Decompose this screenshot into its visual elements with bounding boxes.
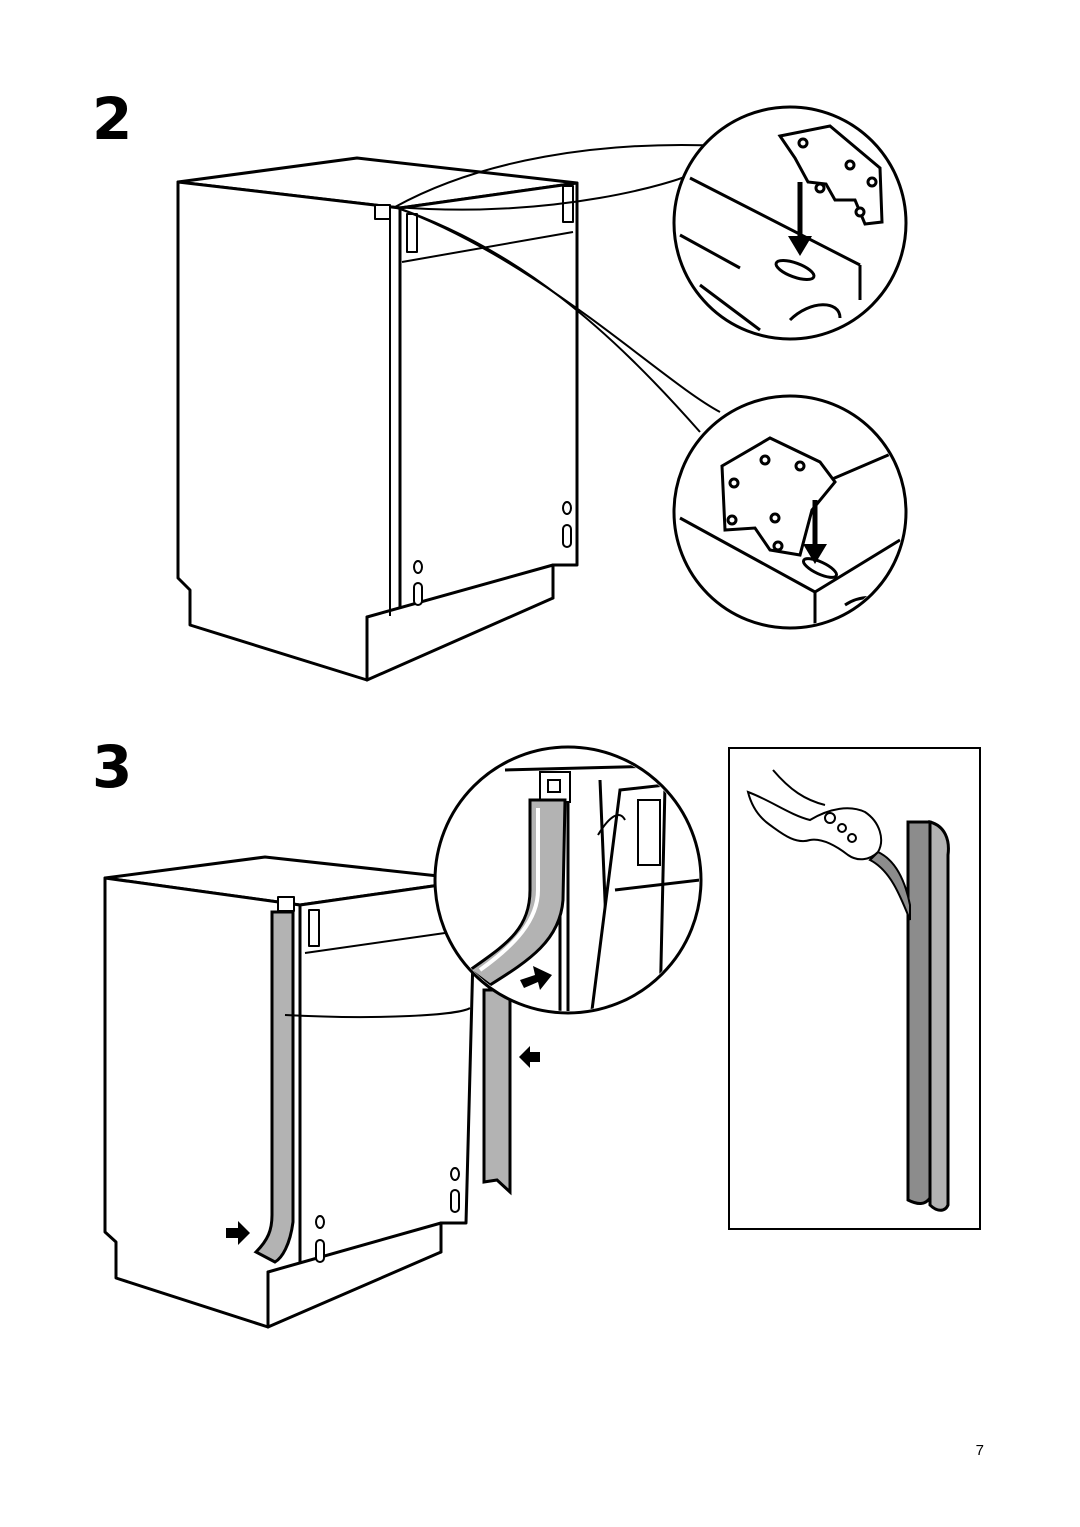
loose-strip — [482, 988, 512, 1196]
step-3-dishwasher — [103, 855, 477, 1329]
step-2-number: 2 — [92, 85, 133, 153]
left-arrow-icon — [519, 1046, 540, 1068]
step-2-zoom-circle-bottom — [672, 394, 908, 630]
hand-icon — [746, 769, 883, 861]
page-number: 7 — [975, 1442, 984, 1459]
down-arrow-icon — [788, 182, 812, 256]
right-arrow-icon — [226, 1221, 250, 1245]
edge-strip — [253, 910, 295, 1264]
step-3-number: 3 — [92, 733, 133, 801]
peel-strip-panel — [728, 747, 981, 1230]
step-3-zoom-circle — [433, 745, 703, 1015]
down-arrow-icon — [803, 500, 827, 564]
step-2-zoom-circle-top — [672, 105, 908, 341]
step-2-dishwasher — [176, 156, 579, 682]
right-arrow-icon — [520, 966, 552, 990]
step-2-zoom-connectors — [394, 143, 726, 433]
